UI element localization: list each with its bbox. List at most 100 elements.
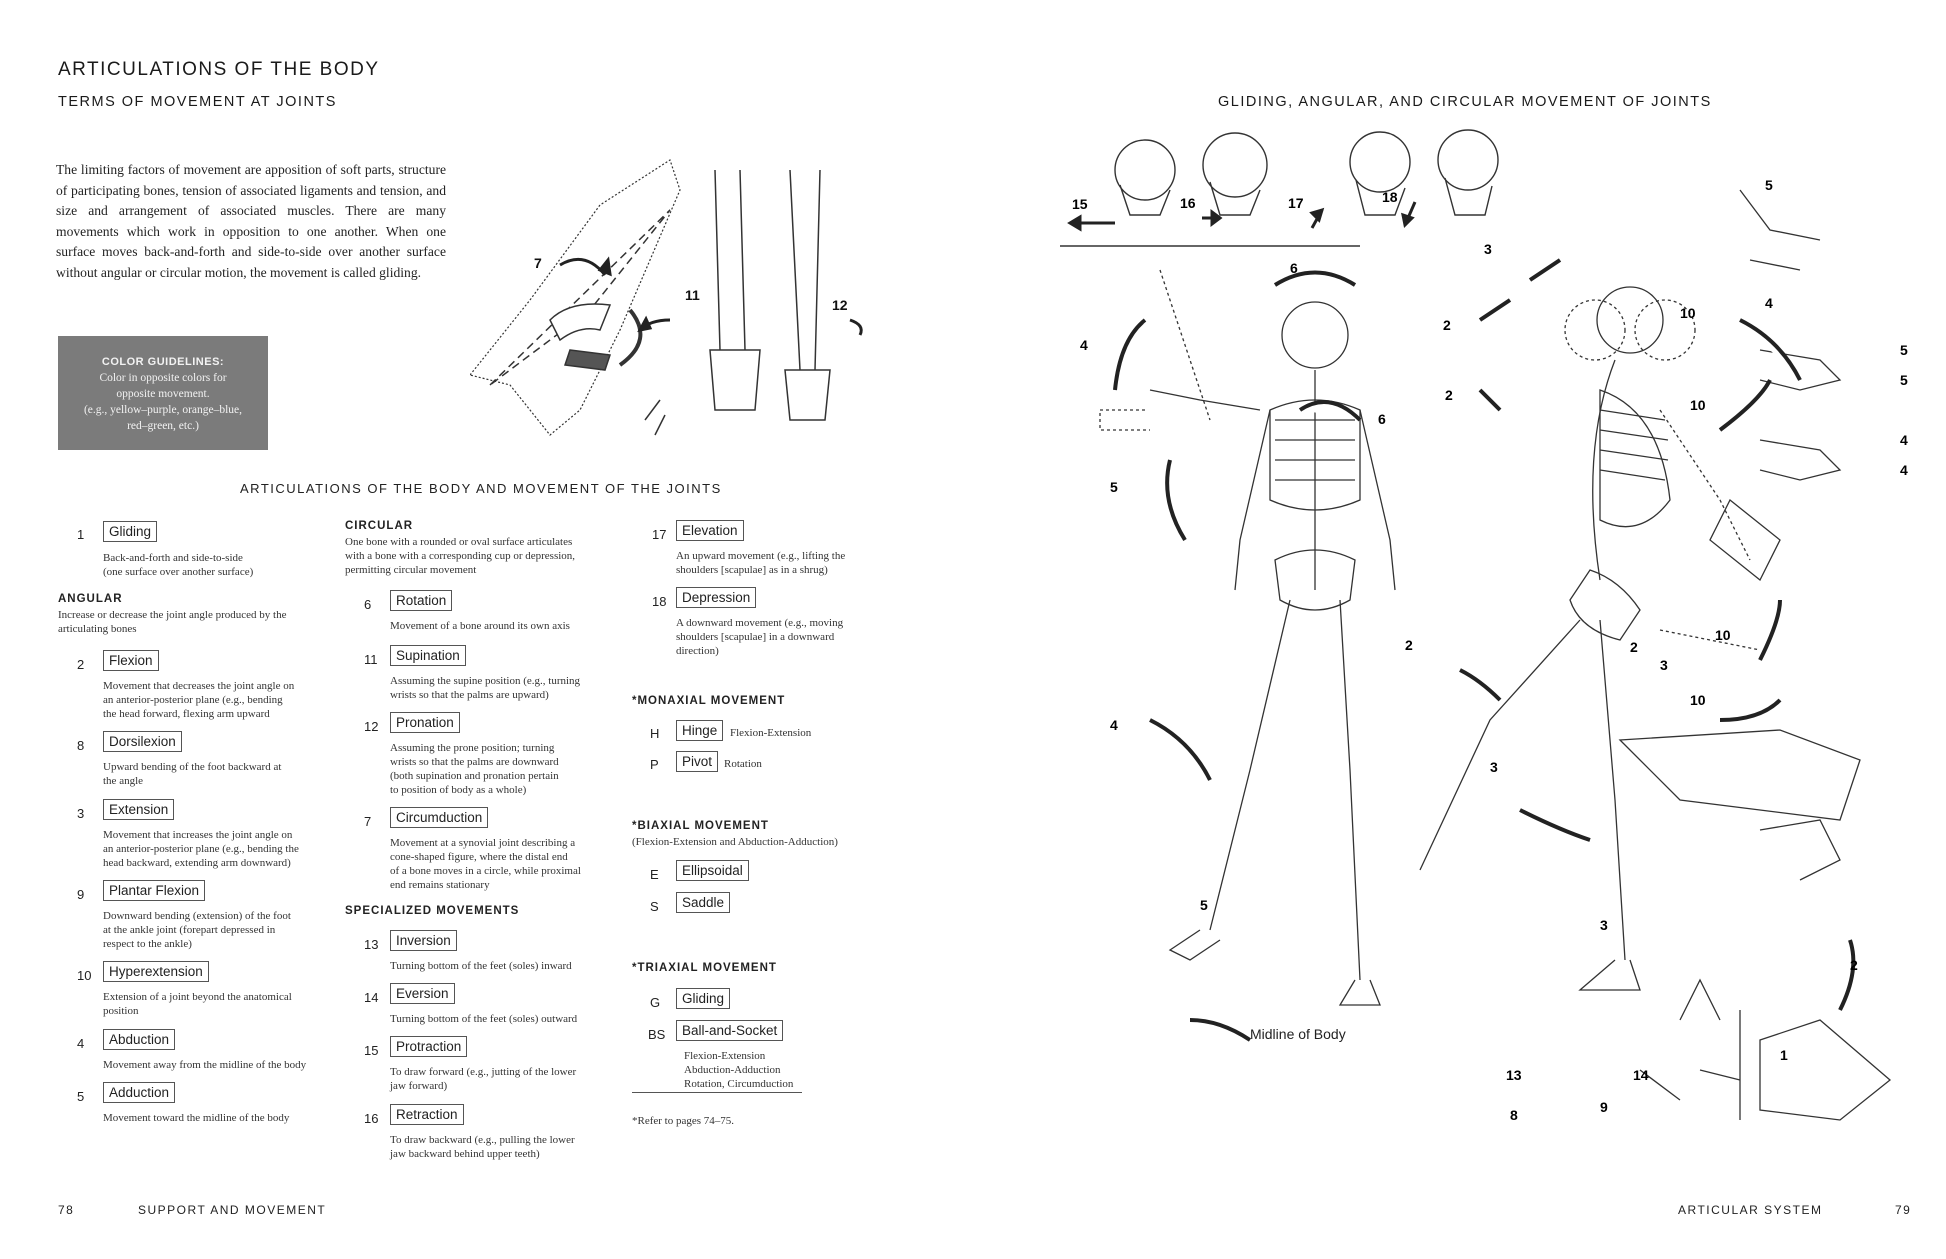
body-label-3b: 3: [1660, 657, 1668, 673]
term-flexion: Flexion: [103, 650, 159, 671]
term-number: 9: [77, 887, 85, 902]
body-label-2b: 2: [1445, 387, 1453, 403]
term-gliding: Gliding: [103, 521, 158, 542]
hand-label-4c: 4: [1900, 462, 1908, 478]
bottom-label-9: 9: [1600, 1099, 1608, 1115]
body-label-6: 6: [1290, 260, 1298, 276]
term-number: G: [650, 995, 661, 1010]
hand-label-5c: 5: [1900, 372, 1908, 388]
term-desc: Movement of a bone around its own axis: [390, 620, 570, 632]
term-number: BS: [648, 1027, 666, 1042]
body-label-4b: 4: [1110, 717, 1118, 733]
body-movement-figure: 15 16 17 18: [1060, 129, 1908, 1123]
body-label-4: 4: [1080, 337, 1088, 353]
body-label-2c: 2: [1630, 639, 1638, 655]
color-guidelines-line: red–green, etc.): [127, 420, 199, 432]
term-inversion: Inversion: [390, 930, 457, 951]
term-ellipsoidal: Ellipsoidal: [676, 860, 749, 881]
left-running-head: SUPPORT AND MOVEMENT: [138, 1203, 327, 1217]
right-running-head: ARTICULAR SYSTEM: [1678, 1203, 1823, 1217]
term-pivot: Pivot: [676, 751, 719, 772]
term-desc: Rotation: [724, 758, 762, 770]
term-pronation: Pronation: [390, 712, 460, 733]
term-desc: To draw backward (e.g., pulling the lowe…: [390, 1134, 575, 1160]
term-circumduction: Circumduction: [390, 807, 489, 828]
term-desc: Movement toward the midline of the body: [103, 1112, 290, 1124]
body-label-10: 10: [1680, 305, 1696, 321]
skull-label-15: 15: [1072, 196, 1088, 212]
term-retraction: Retraction: [390, 1104, 464, 1125]
term-number: 7: [364, 814, 372, 829]
term-number: 17: [652, 527, 667, 542]
triaxial-heading: *TRIAXIAL MOVEMENT: [632, 962, 777, 974]
color-guidelines-line: (e.g., yellow–purple, orange–blue,: [83, 404, 243, 416]
arm-label-7: 7: [534, 255, 542, 271]
term-desc: Downward bending (extension) of the foot…: [103, 910, 291, 950]
circular-desc: One bone with a rounded or oval surface …: [345, 536, 576, 576]
figure-title: GLIDING, ANGULAR, AND CIRCULAR MOVEMENT …: [1218, 94, 1712, 110]
term-elevation: Elevation: [676, 520, 744, 541]
body-label-10b: 10: [1690, 397, 1706, 413]
bottom-label-13: 13: [1506, 1067, 1522, 1083]
arm-illustration: 7 11 12: [470, 159, 863, 436]
term-number: 11: [364, 652, 378, 667]
footnote: *Refer to pages 74–75.: [632, 1115, 735, 1127]
term-hinge: Hinge: [676, 720, 724, 741]
term-plantar-flexion: Plantar Flexion: [103, 880, 206, 901]
arm-label-12: 12: [832, 297, 848, 313]
term-dorsilexion: Dorsilexion: [103, 731, 182, 752]
term-number: S: [650, 899, 659, 914]
body-label-5: 5: [1110, 479, 1118, 495]
angular-heading: ANGULAR: [58, 593, 123, 605]
circular-heading: CIRCULAR: [345, 520, 414, 532]
term-number: 5: [77, 1089, 85, 1104]
body-label-2: 2: [1443, 317, 1451, 333]
section-heading: ARTICULATIONS OF THE BODY AND MOVEMENT O…: [240, 481, 722, 496]
term-desc: Movement at a synovial joint describing …: [390, 837, 581, 891]
body-label-2e: 2: [1850, 957, 1858, 973]
color-guidelines-line: opposite movement.: [116, 388, 210, 400]
term-eversion: Eversion: [390, 983, 455, 1004]
term-desc: Extension of a joint beyond the anatomic…: [103, 991, 292, 1017]
term-extension: Extension: [103, 799, 175, 820]
term-desc: Movement away from the midline of the bo…: [103, 1059, 307, 1071]
term-desc: Movement that decreases the joint angle …: [103, 680, 295, 720]
right-page-number: 79: [1895, 1203, 1912, 1217]
term-ball-and-socket: Ball-and-Socket: [676, 1020, 784, 1041]
term-abduction: Abduction: [103, 1029, 176, 1050]
term-protraction: Protraction: [390, 1036, 468, 1057]
body-label-10c: 10: [1715, 627, 1731, 643]
term-number: 10: [77, 968, 92, 983]
skull-label-17: 17: [1288, 195, 1304, 211]
term-desc: Movement that increases the joint angle …: [103, 829, 299, 869]
term-number: P: [650, 757, 659, 772]
arm-label-11: 11: [685, 287, 700, 303]
term-number: 3: [77, 806, 85, 821]
term-number: 1: [77, 527, 85, 542]
color-guidelines-box: COLOR GUIDELINES: Color in opposite colo…: [58, 336, 268, 450]
term-number: 4: [77, 1036, 85, 1051]
divider: [632, 1092, 802, 1093]
hand-label-4b: 4: [1900, 432, 1908, 448]
term-hyperextension: Hyperextension: [103, 961, 209, 982]
skull-label-16: 16: [1180, 195, 1196, 211]
bottom-label-14: 14: [1633, 1067, 1649, 1083]
hand-label-4: 4: [1765, 295, 1773, 311]
left-page-number: 78: [58, 1203, 75, 1217]
term-number: 6: [364, 597, 372, 612]
term-number: 14: [364, 990, 379, 1005]
body-label-3d: 3: [1600, 917, 1608, 933]
monaxial-heading: *MONAXIAL MOVEMENT: [632, 695, 786, 707]
midline-label: Midline of Body: [1250, 1026, 1346, 1042]
color-guidelines-heading: COLOR GUIDELINES:: [101, 356, 225, 368]
hand-label-5: 5: [1765, 177, 1773, 193]
body-label-5b: 5: [1200, 897, 1208, 913]
term-depression: Depression: [676, 587, 757, 608]
hand-label-5b: 5: [1900, 342, 1908, 358]
term-number: 2: [77, 657, 85, 672]
intro-paragraph: The limiting factors of movement are app…: [56, 162, 446, 280]
term-number: 13: [364, 937, 379, 952]
